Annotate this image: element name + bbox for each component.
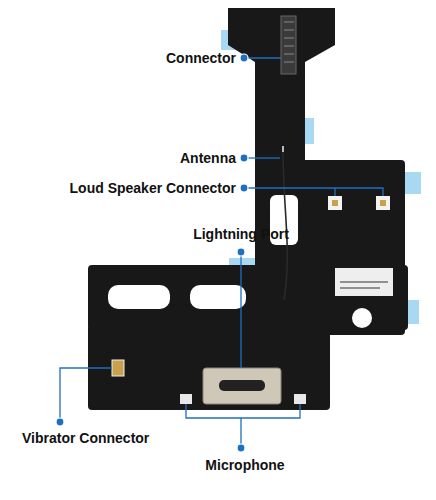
board-connector: [281, 16, 296, 74]
vibrator-contact: [112, 360, 124, 376]
part-label: Lightning Port: [193, 226, 289, 243]
barcode-sticker: [335, 268, 393, 296]
part-label: Loud Speaker Connector: [70, 180, 236, 197]
flex-body: [88, 8, 408, 410]
leader-dot: [56, 54, 248, 452]
antenna-wire: [283, 150, 287, 300]
part-label: Antenna: [180, 150, 236, 167]
connector-pins: [284, 22, 294, 62]
flex-cutout: [108, 195, 372, 328]
part-label: Microphone: [205, 457, 284, 474]
microphone-pad: [294, 394, 306, 404]
microphone-pad: [180, 394, 192, 404]
part-label: Connector: [166, 50, 236, 67]
lightning-port: [203, 368, 281, 404]
barcode-lines: [340, 282, 388, 288]
part-label: Vibrator Connector: [22, 430, 149, 447]
port-slot: [219, 380, 265, 391]
leader-line: [60, 58, 383, 444]
antenna-tip: [282, 146, 284, 152]
speaker-contact: [328, 196, 390, 210]
